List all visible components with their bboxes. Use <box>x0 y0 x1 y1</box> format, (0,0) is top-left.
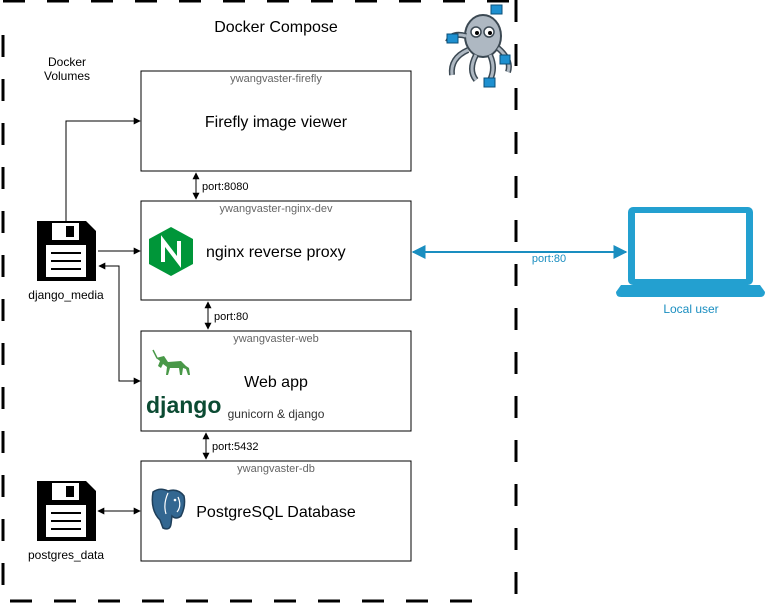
laptop-icon <box>616 207 765 297</box>
postgres-data-label: postgres_data <box>28 548 104 562</box>
web-media-arrow <box>98 262 141 385</box>
service-db: ywangvaster-db PostgreSQL Database <box>140 460 412 562</box>
db-label: PostgreSQL Database <box>196 504 356 521</box>
django-media-volume: django_media <box>28 221 104 302</box>
django-logo-text: django <box>146 392 221 418</box>
gunicorn-unicorn-icon <box>152 349 190 375</box>
nginx-service-name: ywangvaster-nginx-dev <box>219 203 333 215</box>
web-sublabel: gunicorn & django <box>228 407 325 421</box>
compose-boundary <box>1 0 518 604</box>
port-label-firefly-nginx: port:8080 <box>202 181 248 193</box>
db-service-name: ywangvaster-db <box>237 463 315 475</box>
floppy-disk-icon <box>37 481 96 541</box>
connectors <box>65 117 628 515</box>
nginx-label: nginx reverse proxy <box>206 244 346 261</box>
firefly-service-name: ywangvaster-firefly <box>230 73 322 85</box>
volumes-label-line2: Volumes <box>44 69 90 83</box>
web-label: Web app <box>244 374 308 391</box>
nginx-logo-icon <box>149 227 193 276</box>
service-firefly: ywangvaster-firefly Firefly image viewer <box>140 70 412 172</box>
port-label-nginx-web: port:80 <box>214 311 248 323</box>
postgres-data-volume: postgres_data <box>28 481 104 562</box>
service-web: ywangvaster-web django Web app gunicorn … <box>140 330 412 432</box>
port-label-web-db: port:5432 <box>212 441 258 453</box>
floppy-disk-icon <box>37 221 96 281</box>
web-service-name: ywangvaster-web <box>233 333 319 345</box>
django-media-label: django_media <box>28 288 104 302</box>
service-nginx: ywangvaster-nginx-dev nginx reverse prox… <box>140 200 412 301</box>
local-user-label: Local user <box>663 302 718 316</box>
volumes-label-line1: Docker <box>48 55 86 69</box>
compose-title: Docker Compose <box>214 19 338 36</box>
firefly-label: Firefly image viewer <box>205 114 348 131</box>
port-label-nginx-user: port:80 <box>532 253 566 265</box>
postgresql-elephant-icon <box>151 488 186 530</box>
media-to-firefly-arrow <box>65 117 141 221</box>
docker-compose-octopus-icon <box>445 4 512 88</box>
local-user: Local user <box>616 207 765 316</box>
